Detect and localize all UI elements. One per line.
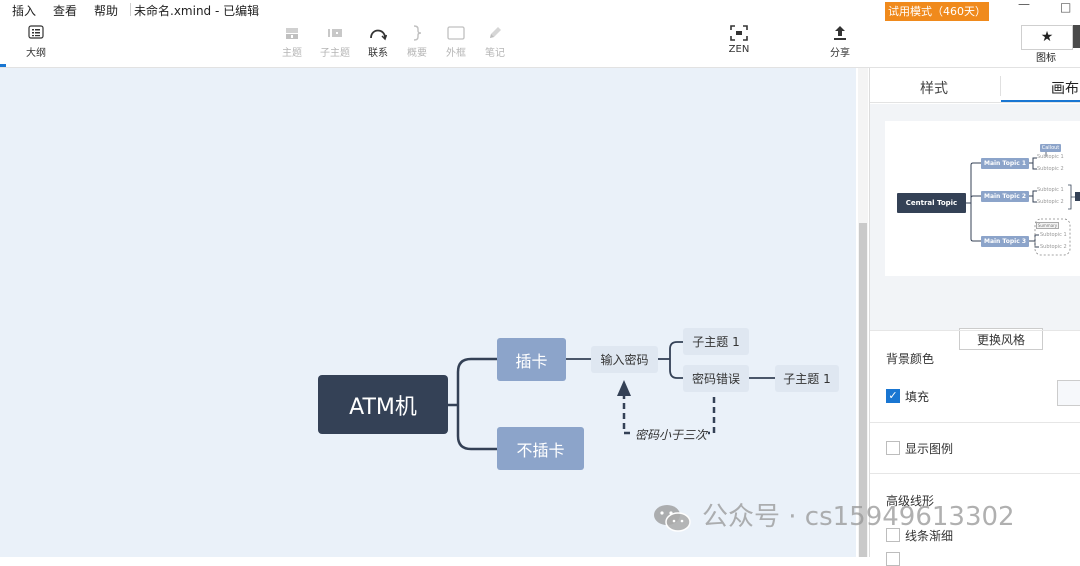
tapered-lines-checkbox[interactable] (886, 528, 900, 542)
section-divider (870, 473, 1080, 474)
star-icon: ★ (1040, 29, 1054, 45)
preview-connectors (966, 151, 1080, 256)
boundary-icon (447, 25, 465, 41)
note-label: 笔记 (485, 48, 505, 59)
background-color-title: 背景颜色 (886, 352, 935, 366)
relationship-button[interactable]: 联系 (358, 25, 398, 59)
menu-separator (130, 3, 131, 16)
menu-insert[interactable]: 插入 (12, 4, 37, 18)
tapered-lines-label: 线条渐细 (905, 529, 954, 543)
preview-subtopic: Subtopic 1 (1037, 187, 1064, 193)
share-label: 分享 (830, 48, 850, 59)
subtopic-icon (326, 25, 344, 41)
change-style-button[interactable]: 更换风格 (959, 328, 1043, 350)
tab-canvas[interactable]: 画布 (1051, 81, 1079, 97)
theme-preview-area: Central Topic Main Topic 1 Main Topic 2 … (870, 104, 1080, 350)
preview-subtopic: Subtopic 2 (1040, 244, 1067, 250)
background-color-swatch[interactable] (1057, 380, 1080, 406)
tab-separator (1000, 76, 1001, 96)
format-panel: 样式 画布 Central Topic Main Topic (869, 68, 1080, 566)
outline-label: 大纲 (26, 48, 46, 59)
panel-toggle-edge[interactable] (1073, 25, 1080, 48)
topic-button[interactable]: 主题 (272, 25, 312, 59)
relationship-label[interactable]: 密码小于三次 (634, 426, 709, 443)
watermark-text: 公众号 · cs15949613302 (702, 502, 1015, 532)
preview-subtopic: Subtopic 2 (1037, 166, 1064, 172)
maximize-button[interactable]: □ (1060, 0, 1072, 14)
subtopic-pin-error[interactable]: 密码错误 (683, 365, 749, 392)
theme-preview[interactable]: Central Topic Main Topic 1 Main Topic 2 … (885, 121, 1080, 276)
menu-view[interactable]: 查看 (53, 4, 78, 18)
section-divider (870, 330, 1080, 331)
subtopic-button[interactable]: 子主题 (315, 25, 355, 59)
outline-button[interactable]: 大纲 (16, 25, 56, 59)
relationship-icon (369, 25, 388, 41)
relationship-arrowhead (617, 380, 631, 396)
brace-icon (408, 25, 426, 41)
scrollbar-thumb[interactable] (859, 223, 867, 557)
subtopic-1-child[interactable]: 子主题 1 (775, 365, 839, 392)
fill-label: 填充 (905, 390, 930, 404)
note-button[interactable]: 笔记 (475, 25, 515, 59)
icons-label: 图标 (1036, 53, 1056, 64)
summary-label: 概要 (407, 48, 427, 59)
share-button[interactable]: 分享 (820, 25, 860, 59)
main-topic-insert-card[interactable]: 插卡 (497, 338, 566, 381)
next-option-checkbox[interactable] (886, 552, 900, 566)
preview-subtopic: Subtopic 1 (1040, 232, 1067, 238)
toolbar-divider (0, 67, 1080, 68)
vertical-scrollbar[interactable] (858, 68, 868, 557)
document-title: 未命名.xmind - 已编辑 (134, 4, 260, 18)
boundary-label: 外框 (446, 48, 466, 59)
topic-label: 主题 (282, 48, 302, 59)
connector-lines (448, 341, 775, 451)
toolbar: 大纲 主题 子主题 联系 概要 外框 笔记 (0, 21, 1080, 67)
outline-active-indicator (0, 64, 6, 67)
central-topic[interactable]: ATM机 (318, 375, 448, 434)
minimize-button[interactable]: — (1018, 0, 1030, 11)
relationship-label: 联系 (368, 48, 388, 59)
fill-checkbox[interactable]: ✓ (886, 389, 900, 403)
zen-label: ZEN (728, 44, 750, 55)
upload-icon (831, 25, 849, 41)
main-topic-no-card[interactable]: 不插卡 (497, 427, 584, 470)
show-legend-label: 显示图例 (905, 442, 954, 456)
preview-subtopic: Subtopic 1 (1037, 154, 1064, 160)
wechat-icon (652, 503, 692, 533)
preview-callout: Callout (1040, 144, 1061, 152)
trial-badge[interactable]: 试用模式（460天） (885, 2, 989, 21)
tab-style[interactable]: 样式 (920, 81, 948, 97)
summary-button[interactable]: 概要 (397, 25, 437, 59)
preview-central-topic: Central Topic (897, 193, 966, 213)
pencil-icon (486, 25, 504, 41)
preview-subtopic: Subtopic 2 (1037, 199, 1064, 205)
icons-panel-button[interactable]: ★ (1021, 25, 1073, 50)
section-divider (870, 422, 1080, 423)
topic-icon (283, 25, 301, 41)
advanced-lines-title: 高级线形 (886, 494, 935, 508)
subtopic-1[interactable]: 子主题 1 (683, 328, 749, 355)
preview-main-topic-3: Main Topic 3 (981, 236, 1029, 247)
boundary-button[interactable]: 外框 (436, 25, 476, 59)
show-legend-checkbox[interactable] (886, 441, 900, 455)
zen-button[interactable]: ZEN (719, 25, 759, 55)
watermark: 公众号 · cs15949613302 (652, 496, 1015, 533)
mindmap-canvas[interactable] (0, 68, 856, 557)
tab-divider (870, 102, 1080, 103)
preview-main-topic-2: Main Topic 2 (981, 191, 1029, 202)
menu-help[interactable]: 帮助 (94, 4, 119, 18)
subtopic-enter-pin[interactable]: 输入密码 (591, 346, 658, 373)
list-icon (27, 25, 45, 41)
tab-active-indicator (1001, 100, 1080, 102)
subtopic-label: 子主题 (320, 48, 350, 59)
preview-summary: Summary (1036, 222, 1059, 229)
fullscreen-icon (730, 25, 748, 41)
menu-bar: 插入 查看 帮助 未命名.xmind - 已编辑 试用模式（460天） — □ (0, 0, 1080, 21)
preview-main-topic-1: Main Topic 1 (981, 158, 1029, 169)
